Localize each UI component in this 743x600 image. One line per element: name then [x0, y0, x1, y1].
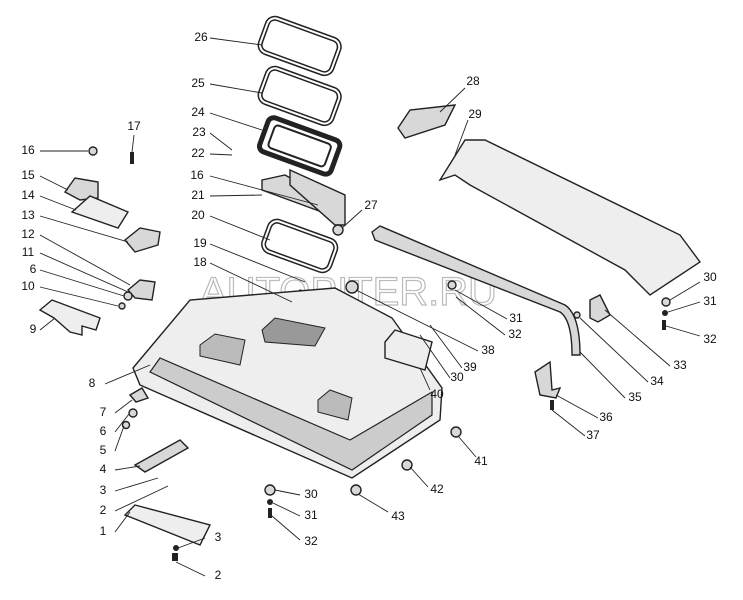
label-1: 1	[100, 524, 107, 538]
label-4: 4	[100, 462, 107, 476]
label-31: 31	[509, 311, 523, 325]
screw-17	[130, 152, 134, 164]
label-32: 32	[304, 534, 318, 548]
bracket-28	[397, 104, 457, 139]
label-35: 35	[628, 390, 642, 404]
callout-labels: 26 25 24 23 22 16 21 20 19 18 17 16 15 1…	[21, 30, 717, 582]
label-8: 8	[89, 376, 96, 390]
label-7: 7	[100, 405, 107, 419]
label-10: 10	[21, 279, 35, 293]
clip-7	[128, 387, 150, 403]
screw-37	[550, 400, 554, 410]
washer-6	[123, 291, 133, 301]
label-20: 20	[191, 208, 205, 222]
label-3: 3	[100, 483, 107, 497]
washer-3	[173, 545, 179, 551]
plate-1	[123, 504, 212, 546]
gasket-25	[257, 65, 342, 127]
label-26: 26	[194, 30, 208, 44]
washer-31	[662, 310, 668, 316]
cap-27	[332, 224, 344, 236]
rail-35	[371, 225, 581, 356]
screw-32b	[268, 508, 272, 518]
label-12: 12	[21, 227, 35, 241]
screw-31	[447, 280, 457, 290]
clip-30	[661, 297, 671, 307]
label-11: 11	[22, 245, 35, 259]
brackets-21	[261, 168, 346, 226]
label-18: 18	[193, 255, 207, 269]
screw-34	[573, 311, 581, 319]
label-31: 31	[703, 294, 717, 308]
label-17: 17	[127, 119, 141, 133]
label-15: 15	[21, 168, 35, 182]
washer-31b	[267, 499, 273, 505]
handle-9	[38, 299, 101, 336]
label-16: 16	[190, 168, 204, 182]
label-16: 16	[21, 143, 35, 157]
frame-24	[256, 115, 343, 177]
label-24: 24	[191, 105, 205, 119]
bracket-4	[133, 439, 190, 473]
label-31: 31	[304, 508, 318, 522]
label-13: 13	[21, 208, 35, 222]
label-41: 41	[474, 454, 488, 468]
label-32: 32	[508, 327, 522, 341]
bracket-33	[589, 294, 611, 323]
nut-5	[121, 420, 131, 430]
bracket-36	[534, 360, 562, 399]
label-23: 23	[192, 125, 206, 139]
clip-13	[124, 227, 161, 253]
label-32: 32	[703, 332, 717, 346]
cover-29	[438, 139, 702, 296]
label-3: 3	[215, 530, 222, 544]
washer-6b	[128, 408, 138, 418]
latch-11	[127, 279, 156, 301]
label-39: 39	[463, 360, 477, 374]
nut-43	[350, 484, 362, 496]
label-19: 19	[193, 236, 207, 250]
label-43: 43	[391, 509, 405, 523]
label-36: 36	[599, 410, 613, 424]
gasket-20	[261, 218, 339, 274]
gasket-26	[257, 15, 342, 77]
label-2: 2	[100, 503, 107, 517]
screw-32	[662, 320, 666, 330]
label-30: 30	[450, 370, 464, 384]
bulb-38	[345, 280, 359, 294]
label-33: 33	[673, 358, 687, 372]
label-5: 5	[100, 443, 107, 457]
label-6: 6	[100, 424, 107, 438]
label-34: 34	[650, 374, 664, 388]
bracket-15	[63, 177, 99, 201]
label-40: 40	[430, 387, 444, 401]
screw-2	[172, 553, 178, 561]
label-42: 42	[430, 482, 444, 496]
screw-16	[88, 146, 98, 156]
label-25: 25	[191, 76, 205, 90]
nut-41	[450, 426, 462, 438]
console-housing-8	[132, 287, 443, 479]
label-29: 29	[468, 107, 482, 121]
label-30: 30	[703, 270, 717, 284]
label-6: 6	[30, 262, 37, 276]
bolt-42	[401, 459, 413, 471]
label-9: 9	[30, 322, 37, 336]
nut-10	[118, 302, 126, 310]
label-22: 22	[191, 146, 205, 160]
label-38: 38	[481, 343, 495, 357]
lamp-40	[384, 329, 433, 371]
label-14: 14	[21, 188, 35, 202]
label-21: 21	[191, 188, 205, 202]
label-28: 28	[466, 74, 480, 88]
label-37: 37	[586, 428, 600, 442]
label-27: 27	[364, 198, 378, 212]
plate-14	[70, 195, 130, 229]
leader-lines	[39, 37, 701, 577]
label-30: 30	[304, 487, 318, 501]
label-2: 2	[215, 568, 222, 582]
clip-30b	[264, 484, 276, 496]
